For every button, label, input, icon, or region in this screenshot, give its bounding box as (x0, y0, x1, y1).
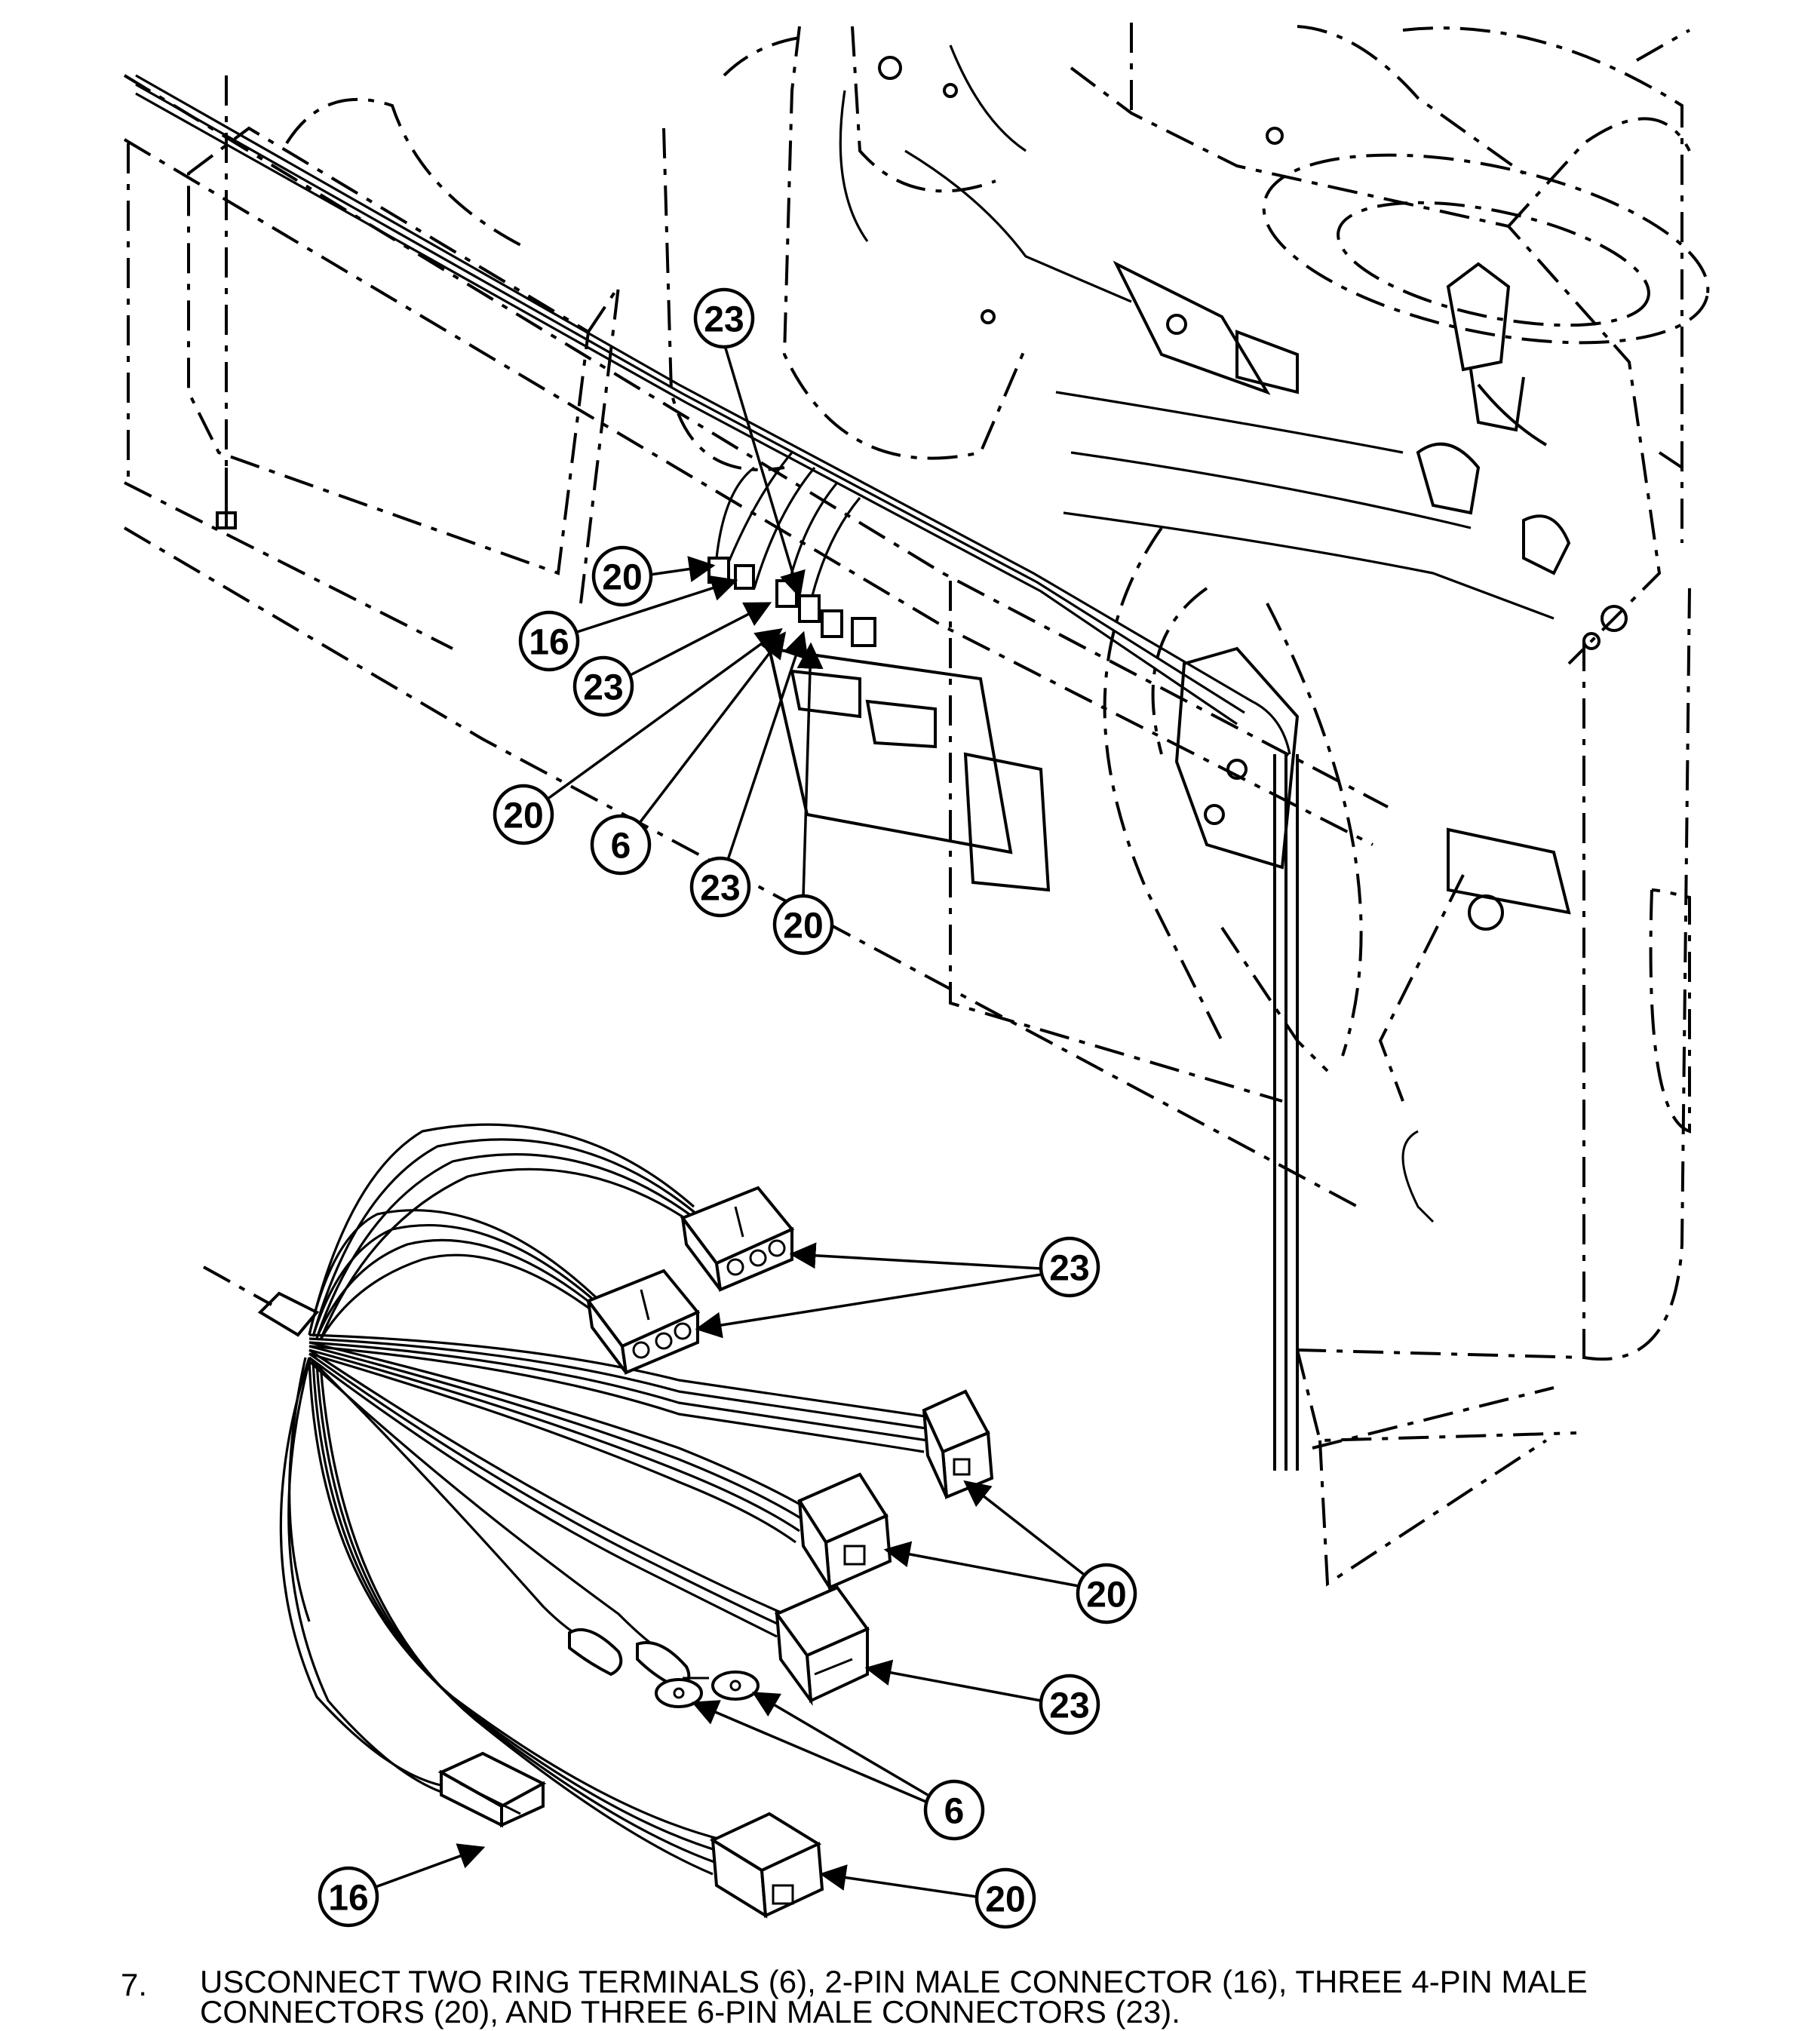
callout-23-upper-3: 23 (689, 856, 751, 918)
svg-text:23: 23 (704, 300, 744, 340)
callout-20-upper-1: 20 (591, 545, 653, 607)
four-pin-connector-middle (797, 1472, 892, 1590)
callout-group: 23 20 16 23 20 6 23 20 (318, 287, 1137, 1929)
svg-text:23: 23 (1049, 1686, 1089, 1726)
callout-6-upper: 6 (590, 814, 652, 876)
wiring-diagram: 23 20 16 23 20 6 23 20 (123, 23, 1710, 1929)
four-pin-connector-bottom (709, 1812, 824, 1919)
six-pin-connector-second (585, 1269, 701, 1375)
step-number: 7. (121, 1967, 148, 2002)
svg-text:23: 23 (1049, 1249, 1089, 1289)
svg-text:20: 20 (985, 1880, 1025, 1920)
callout-23-upper-2: 23 (572, 655, 634, 717)
svg-text:23: 23 (700, 869, 740, 909)
callout-6-lower: 6 (923, 1779, 985, 1841)
callout-16-lower: 16 (318, 1866, 379, 1928)
callout-23-upper-1: 23 (693, 287, 755, 349)
callout-20-lower-2: 20 (974, 1867, 1036, 1929)
svg-text:23: 23 (583, 668, 623, 708)
svg-text:16: 16 (328, 1879, 368, 1919)
four-pin-connector-top (922, 1389, 994, 1499)
callout-23-lower-1: 23 (1039, 1236, 1100, 1298)
callout-16-upper: 16 (518, 610, 580, 672)
callout-20-upper-3: 20 (772, 894, 834, 956)
six-pin-connector-top (680, 1186, 795, 1292)
callout-23-lower-2: 23 (1039, 1674, 1100, 1735)
svg-text:6: 6 (611, 827, 631, 867)
svg-text:6: 6 (944, 1792, 965, 1832)
svg-text:20: 20 (503, 796, 543, 836)
svg-text:20: 20 (783, 907, 823, 946)
svg-text:20: 20 (602, 558, 642, 598)
callout-20-upper-2: 20 (493, 784, 554, 845)
svg-text:20: 20 (1086, 1575, 1126, 1615)
svg-text:16: 16 (529, 623, 569, 663)
step-text: USCONNECT TWO RING TERMINALS (6), 2-PIN … (200, 1964, 1588, 2029)
harness-detail (203, 1123, 994, 1919)
two-pin-connector (437, 1751, 547, 1828)
ring-terminals (568, 1628, 760, 1708)
callout-20-lower-1: 20 (1076, 1563, 1137, 1624)
six-pin-connector-lower (774, 1585, 870, 1706)
dashboard-assembly (123, 23, 1710, 1587)
dashboard-harness (135, 44, 1555, 755)
